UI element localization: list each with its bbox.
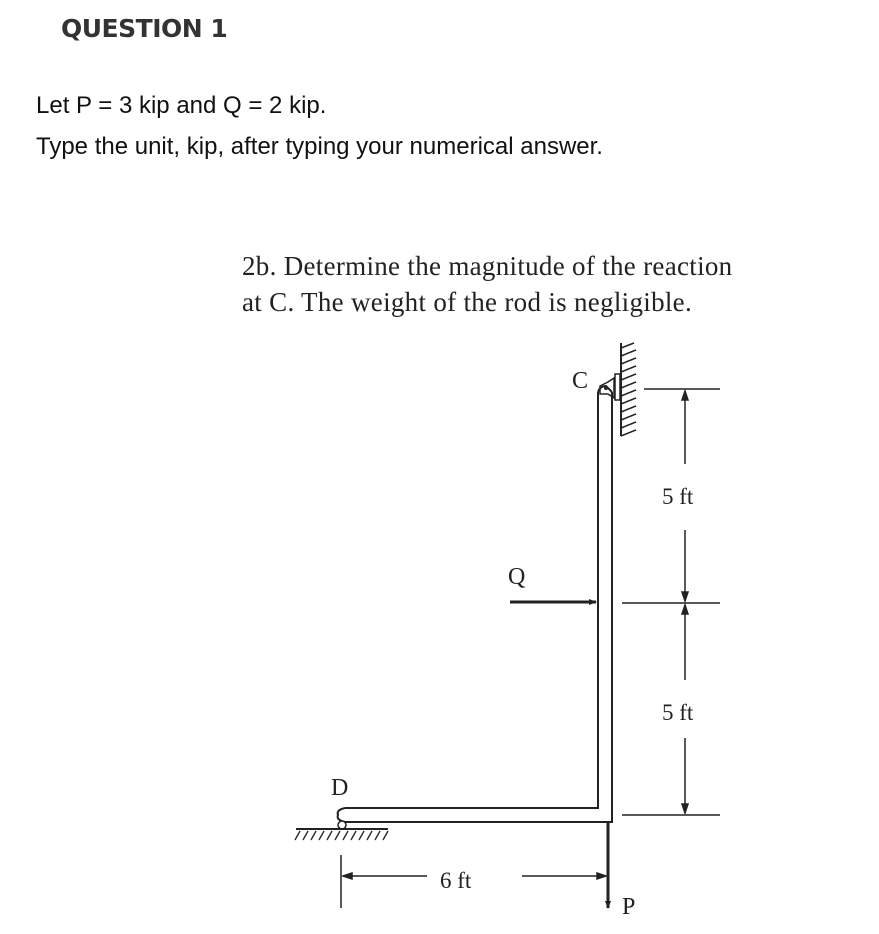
rod: [336, 384, 613, 823]
problem-statement-line2: at C. The weight of the rod is negligibl…: [242, 287, 693, 317]
label-p: P: [622, 894, 635, 920]
wall-support-c: [620, 342, 637, 437]
horizontal-dimension: [340, 855, 609, 908]
instruction-text: Type the unit, kip, after typing your nu…: [36, 133, 603, 160]
dimension-6ft: 6 ft: [440, 868, 472, 893]
dimension-upper-5ft: 5 ft: [662, 484, 694, 509]
label-q: Q: [508, 564, 525, 590]
given-values-text: Let P = 3 kip and Q = 2 kip.: [36, 92, 327, 119]
pin-support-d: [294, 820, 389, 841]
dimension-lower-5ft: 5 ft: [662, 700, 694, 725]
label-d: D: [331, 775, 348, 801]
question-title: QUESTION 1: [61, 14, 228, 43]
vertical-dimensions: [622, 388, 720, 816]
label-c: C: [572, 368, 588, 394]
problem-statement-line1: 2b. Determine the magnitude of the react…: [242, 251, 733, 281]
